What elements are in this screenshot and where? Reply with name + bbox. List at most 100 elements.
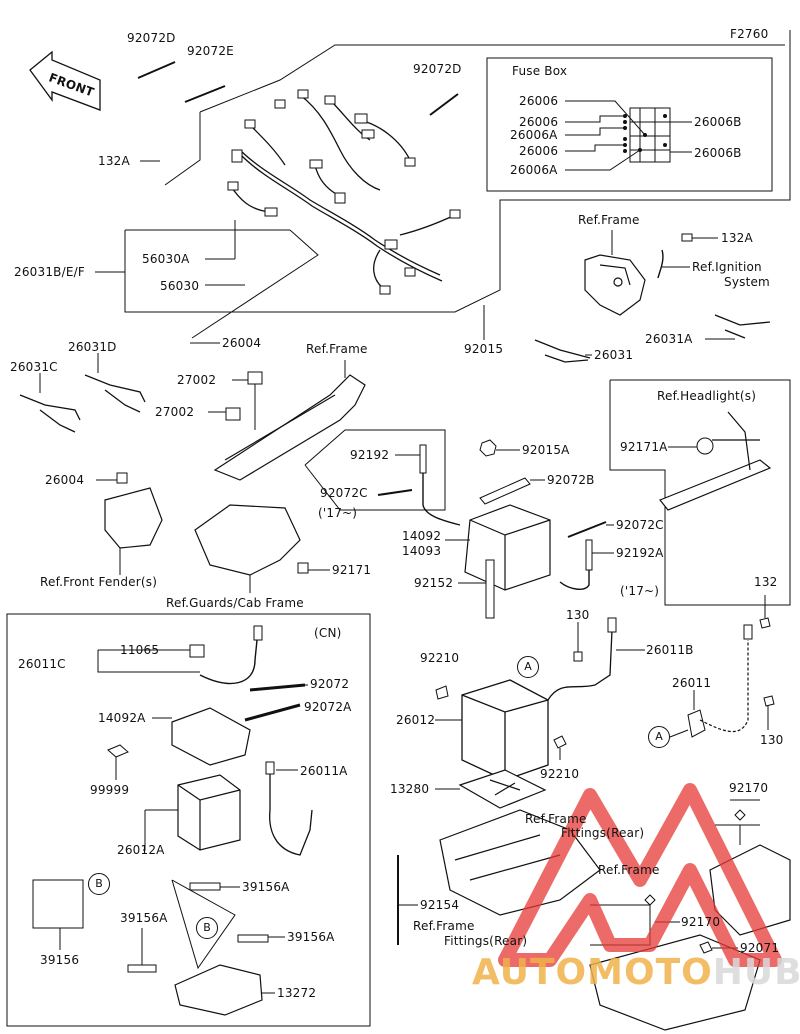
part-label-26011c[interactable]: 26011C bbox=[18, 657, 66, 671]
fuse-box-frame bbox=[486, 57, 773, 192]
ref-label-guards-cab-frame: Ref.Guards/Cab Frame bbox=[166, 596, 304, 610]
part-label-99999[interactable]: 99999 bbox=[90, 783, 130, 797]
part-label-39156a[interactable]: 39156A bbox=[242, 880, 290, 894]
part-label-39156[interactable]: 39156 bbox=[40, 953, 80, 967]
part-label-14092[interactable]: 14092 bbox=[402, 529, 442, 543]
part-label-92210[interactable]: 92210 bbox=[420, 651, 460, 665]
part-label-92170[interactable]: 92170 bbox=[681, 915, 721, 929]
clip-92072e bbox=[184, 85, 226, 103]
fuse-box-title: Fuse Box bbox=[512, 64, 568, 78]
watermark-part-a: AUTOMOTO bbox=[472, 952, 713, 993]
part-label-92192[interactable]: 92192 bbox=[350, 448, 390, 462]
ref-label-frame: Ref.Frame bbox=[413, 919, 475, 933]
part-label-92210[interactable]: 92210 bbox=[540, 767, 580, 781]
part-label-26011[interactable]: 26011 bbox=[672, 676, 712, 690]
part-label-26006[interactable]: 26006 bbox=[519, 94, 559, 108]
part-label-92152[interactable]: 92152 bbox=[414, 576, 454, 590]
part-label-56030a[interactable]: 56030A bbox=[142, 252, 190, 266]
part-label-13280[interactable]: 13280 bbox=[390, 782, 430, 796]
part-label-26006a[interactable]: 26006A bbox=[510, 128, 558, 142]
battery-tray-cn bbox=[174, 964, 263, 1016]
part-label-26031d[interactable]: 26031D bbox=[68, 340, 117, 354]
watermark-part-b: HUB bbox=[712, 952, 800, 993]
ref-label-ignition: Ref.Ignition bbox=[692, 260, 762, 274]
battery-main bbox=[461, 679, 549, 781]
part-label-26006[interactable]: 26006 bbox=[519, 144, 559, 158]
part-label-132[interactable]: 132 bbox=[754, 575, 778, 589]
callout-a[interactable]: A bbox=[517, 656, 539, 678]
part-label-92171a[interactable]: 92171A bbox=[620, 440, 668, 454]
part-label-13272[interactable]: 13272 bbox=[277, 986, 317, 1000]
ref-label-fittings-rear: Fittings(Rear) bbox=[561, 826, 645, 840]
frame-mid bbox=[213, 374, 366, 481]
watermark-logo-icon bbox=[498, 783, 782, 967]
part-label-92072[interactable]: 92072 bbox=[310, 677, 350, 691]
part-label-26031b-e-f[interactable]: 26031B/E/F bbox=[14, 265, 85, 279]
part-label-14093[interactable]: 14093 bbox=[402, 544, 442, 558]
part-label-56030[interactable]: 56030 bbox=[160, 279, 200, 293]
part-label-26031[interactable]: 26031 bbox=[594, 348, 634, 362]
part-label-14092a[interactable]: 14092A bbox=[98, 711, 146, 725]
part-label-92072c[interactable]: 92072C bbox=[616, 518, 664, 532]
battery-cn bbox=[177, 774, 241, 851]
part-label-26004[interactable]: 26004 bbox=[222, 336, 262, 350]
headlight-bracket bbox=[659, 411, 772, 511]
part-label-26012[interactable]: 26012 bbox=[396, 713, 436, 727]
part-label-26031c[interactable]: 26031C bbox=[10, 360, 58, 374]
front-fender-bracket bbox=[104, 487, 163, 549]
harness-connectors bbox=[227, 89, 461, 295]
rear-frame-tray bbox=[439, 809, 601, 916]
part-label-130[interactable]: 130 bbox=[566, 608, 590, 622]
ref-label-fittings-rear: Fittings(Rear) bbox=[444, 934, 528, 948]
part-label-92015a[interactable]: 92015A bbox=[522, 443, 570, 457]
part-label-26006[interactable]: 26006 bbox=[519, 115, 559, 129]
part-label-92154[interactable]: 92154 bbox=[420, 898, 460, 912]
part-label-27002[interactable]: 27002 bbox=[155, 405, 195, 419]
part-label-26011a[interactable]: 26011A bbox=[300, 764, 348, 778]
part-label-92072b[interactable]: 92072B bbox=[547, 473, 595, 487]
part-label-26006b[interactable]: 26006B bbox=[694, 146, 742, 160]
part-label-132a[interactable]: 132A bbox=[721, 231, 753, 245]
part-label-92015[interactable]: 92015 bbox=[464, 342, 504, 356]
callout-b[interactable]: B bbox=[196, 917, 218, 939]
part-label-130[interactable]: 130 bbox=[760, 733, 784, 747]
part-label-26011b[interactable]: 26011B bbox=[646, 643, 694, 657]
callout-b[interactable]: B bbox=[88, 873, 110, 895]
part-label-27002[interactable]: 27002 bbox=[177, 373, 217, 387]
part-label-92192a[interactable]: 92192A bbox=[616, 546, 664, 560]
figure-code: F2760 bbox=[730, 27, 769, 41]
cn-variant-frame bbox=[6, 613, 371, 1027]
part-label-132a[interactable]: 132A bbox=[98, 154, 130, 168]
part-label-92072e[interactable]: 92072E bbox=[187, 44, 234, 58]
part-label-26004[interactable]: 26004 bbox=[45, 473, 85, 487]
part-label-92072a[interactable]: 92072A bbox=[304, 700, 352, 714]
part-label-26031a[interactable]: 26031A bbox=[645, 332, 693, 346]
part-label-92072c[interactable]: 92072C bbox=[320, 486, 368, 500]
part-label-92072d[interactable]: 92072D bbox=[127, 31, 176, 45]
part-label-92072d[interactable]: 92072D bbox=[413, 62, 462, 76]
clip-92072d-a bbox=[137, 61, 176, 79]
part-label-26006a[interactable]: 26006A bbox=[510, 163, 558, 177]
part-label-26006b[interactable]: 26006B bbox=[694, 115, 742, 129]
part-label-39156a[interactable]: 39156A bbox=[287, 930, 335, 944]
ref-label-ignition-system: System bbox=[724, 275, 770, 289]
part-label-92171[interactable]: 92171 bbox=[332, 563, 372, 577]
ref-label-frame: Ref.Frame bbox=[306, 342, 368, 356]
guards-cab-frame bbox=[194, 504, 301, 576]
year-note-17: ('17~) bbox=[318, 506, 358, 520]
ref-label-frame: Ref.Frame bbox=[525, 812, 587, 826]
harness-group-outline bbox=[124, 30, 791, 313]
part-label-11065[interactable]: 11065 bbox=[120, 643, 160, 657]
callout-a[interactable]: A bbox=[648, 726, 670, 748]
battery-case bbox=[464, 504, 551, 591]
part-label-92170[interactable]: 92170 bbox=[729, 781, 769, 795]
watermark-text: AUTOMOTOHUB bbox=[472, 952, 800, 993]
battery-pad bbox=[458, 769, 547, 809]
part-label-26012a[interactable]: 26012A bbox=[117, 843, 165, 857]
ref-label-front-fenders: Ref.Front Fender(s) bbox=[40, 575, 158, 589]
part-label-39156a[interactable]: 39156A bbox=[120, 911, 168, 925]
part-label-92071[interactable]: 92071 bbox=[740, 941, 780, 955]
ref-label-frame: Ref.Frame bbox=[598, 863, 660, 877]
front-arrow-icon bbox=[29, 50, 101, 111]
